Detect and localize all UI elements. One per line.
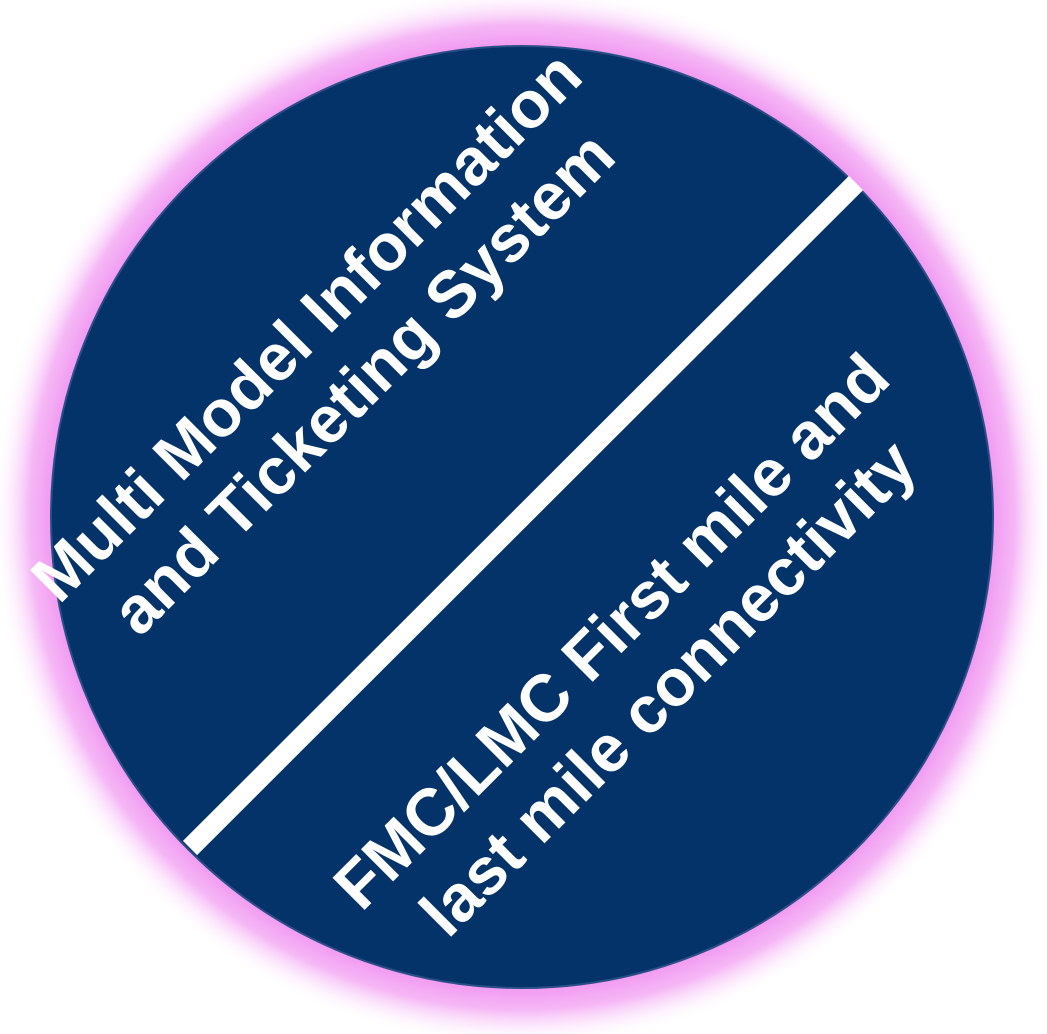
diagonal-divider [182, 175, 864, 856]
